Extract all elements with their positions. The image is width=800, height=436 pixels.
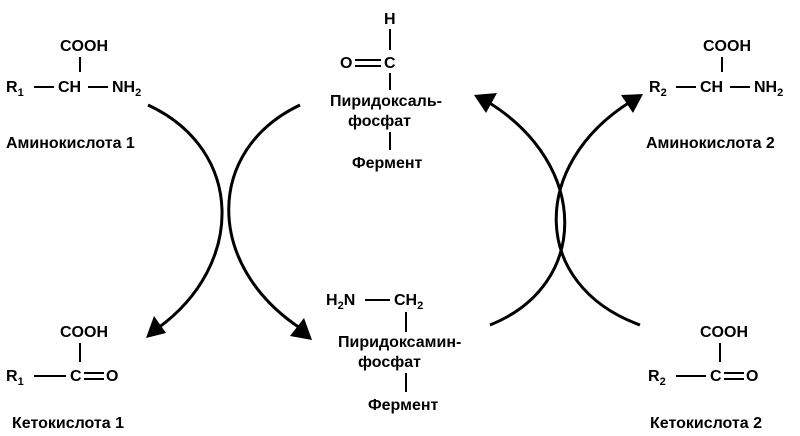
arrow-plp-to-pmp-head [290,318,312,340]
ka2-o: O [746,368,758,385]
aa2-nh2: NH2 [754,79,783,99]
arrow-aa1-to-ka1 [147,103,224,330]
aa2-label: Аминокислота 2 [646,135,775,152]
ka1-c: C [70,368,82,385]
ka1-r: R1 [6,368,24,388]
aa1-cooh: COOH [60,38,108,55]
arrow-aa1-to-ka1-head [146,316,166,338]
aa1-nh2: NH2 [112,79,141,99]
plp-c: C [384,55,396,72]
pmp-enzyme: Фермент [368,397,439,414]
amino-acid-1: COOH R1 CH NH2 Аминокислота 1 [6,38,141,152]
aa1-ch: CH [58,79,81,96]
arrow-pmp-to-plp-head [474,93,497,113]
ka1-label: Кетокислота 1 [12,415,124,432]
ka1-cooh: COOH [60,324,108,341]
plp-o: O [340,55,352,72]
aa2-ch: CH [700,79,723,96]
ka2-cooh: COOH [700,324,748,341]
aa1-label: Аминокислота 1 [6,135,135,152]
plp-name-line2: фосфат [348,113,411,130]
aa2-cooh: COOH [703,38,751,55]
pyridoxal-phosphate: H O C Пиридоксаль- фосфат Фермент [330,11,442,172]
aa1-r: R1 [6,79,24,99]
plp-h: H [384,11,396,28]
pmp-name-line1: Пиридоксамин- [338,334,461,351]
amino-acid-2: COOH R2 CH NH2 Аминокислота 2 [646,38,783,152]
pyridoxamine-phosphate: H2N CH2 Пиридоксамин- фосфат Фермент [326,292,461,414]
ka2-label: Кетокислота 2 [650,415,762,432]
ka1-o: O [106,368,118,385]
arrow-plp-to-pmp [227,103,301,330]
pmp-name-line2: фосфат [358,354,421,371]
arrow-ka2-to-aa2-head [621,94,643,113]
ka2-c: C [710,368,722,385]
plp-name-line1: Пиридоксаль- [330,93,442,110]
aa2-r: R2 [649,79,667,99]
arrow-pmp-to-plp [487,100,567,327]
plp-enzyme: Фермент [352,155,423,172]
pmp-h2n: H2N [326,292,355,312]
keto-acid-1: COOH R1 C O Кетокислота 1 [6,324,124,432]
keto-acid-2: COOH R2 C O Кетокислота 2 [648,324,762,432]
arrow-ka2-to-aa2 [554,100,641,327]
ka2-r: R2 [648,368,666,388]
pmp-ch2: CH2 [394,292,423,312]
